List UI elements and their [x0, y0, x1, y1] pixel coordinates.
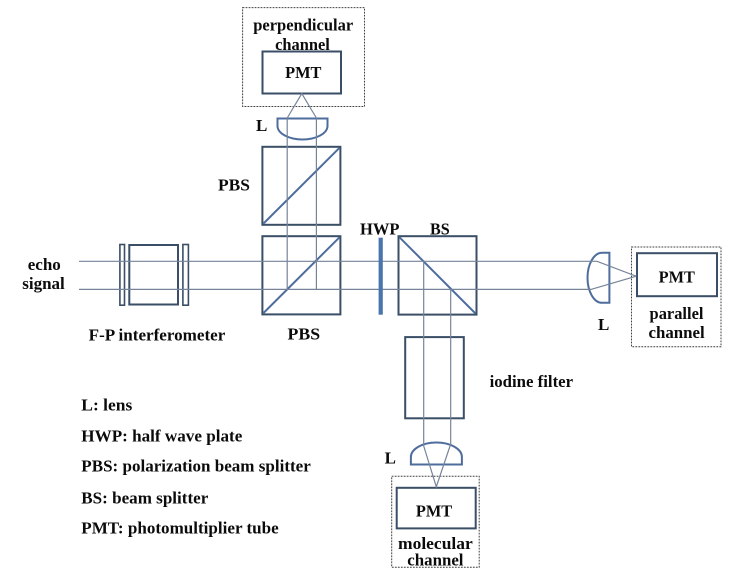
svg-text:BS: BS: [430, 220, 450, 239]
svg-text:F-P interferometer: F-P interferometer: [89, 326, 226, 345]
svg-text:PMT: PMT: [659, 268, 696, 287]
svg-text:echo: echo: [28, 255, 61, 274]
svg-text:PMT: PMT: [416, 502, 453, 521]
svg-text:BS: beam splitter: BS: beam splitter: [81, 489, 208, 508]
svg-text:perpendicular: perpendicular: [253, 15, 353, 34]
svg-text:PMT: photomultiplier tube: PMT: photomultiplier tube: [81, 519, 279, 538]
svg-text:PBS: PBS: [288, 325, 321, 344]
svg-text:molecular: molecular: [398, 534, 473, 553]
svg-text:L: lens: L: lens: [81, 396, 132, 415]
svg-text:HWP: HWP: [360, 220, 399, 239]
svg-text:L: L: [385, 449, 396, 468]
svg-text:L: L: [256, 116, 267, 135]
svg-text:channel: channel: [407, 551, 463, 570]
svg-text:L: L: [598, 315, 609, 334]
svg-text:PMT: PMT: [285, 63, 322, 82]
svg-text:channel: channel: [275, 35, 330, 54]
svg-text:parallel: parallel: [650, 304, 704, 323]
svg-text:signal: signal: [22, 274, 65, 293]
svg-text:HWP: half wave plate: HWP: half wave plate: [81, 426, 242, 445]
svg-text:channel: channel: [649, 323, 705, 342]
svg-text:PBS: PBS: [218, 176, 250, 195]
svg-text:iodine filter: iodine filter: [490, 372, 574, 391]
svg-text:PBS: polarization beam splitt: PBS: polarization beam splitter: [81, 457, 311, 476]
